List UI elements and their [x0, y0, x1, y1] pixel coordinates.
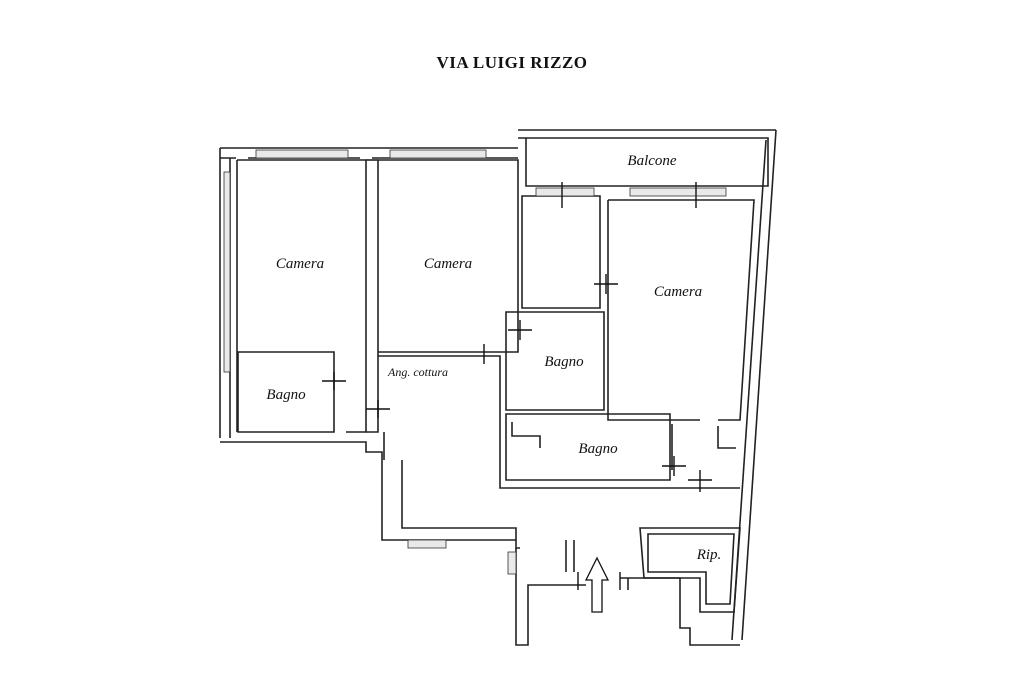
door-ticks	[322, 182, 712, 590]
room-label-balcone: Balcone	[627, 153, 676, 169]
walls	[219, 129, 777, 646]
room-label-ripostiglio: Rip.	[696, 547, 722, 563]
room-label-bagno: Bagno	[578, 441, 618, 457]
street-title: VIA LUIGI RIZZO	[436, 53, 587, 72]
room-label-bagno: Bagno	[544, 354, 584, 370]
room-label-camera: Camera	[424, 256, 472, 272]
window	[255, 149, 349, 159]
window	[629, 187, 727, 197]
room-label-camera: Camera	[654, 284, 702, 300]
room-label-camera: Camera	[276, 256, 324, 272]
windows	[223, 149, 727, 575]
room-label-angolo-cottura: Ang. cottura	[387, 365, 448, 379]
window	[407, 539, 447, 549]
room-label-bagno: Bagno	[266, 387, 306, 403]
window	[389, 149, 487, 159]
window	[507, 551, 517, 575]
window	[223, 171, 231, 373]
window	[535, 187, 595, 197]
up-arrow-icon	[584, 556, 610, 613]
